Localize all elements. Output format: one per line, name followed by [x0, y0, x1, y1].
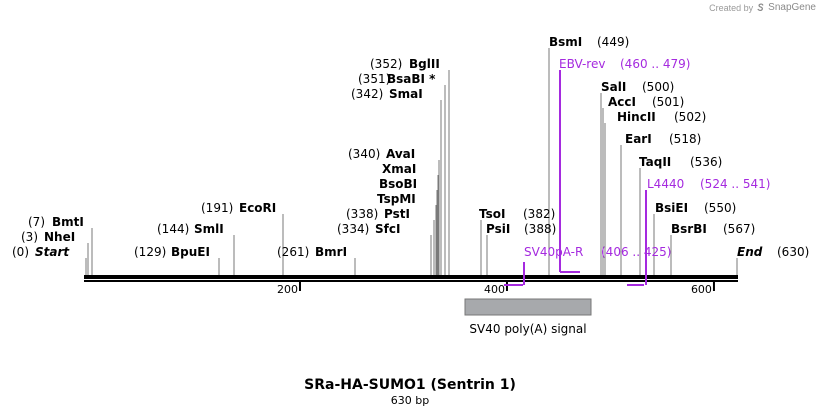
site-position-19: (500)	[642, 80, 674, 94]
site-position-8: (338)	[346, 207, 378, 221]
site-position-26: (630)	[777, 245, 809, 259]
map-length: 630 bp	[391, 394, 429, 407]
site-position-5: (191)	[201, 201, 233, 215]
site-name-11: XmaI	[382, 162, 416, 176]
primer-name-1: L4440	[647, 177, 684, 191]
site-name-7: SfcI	[375, 222, 400, 236]
feature-block-0	[464, 298, 592, 316]
site-name-23: TaqII	[639, 155, 671, 169]
site-position-25: (567)	[723, 222, 755, 236]
feature-blocks: SV40 poly(A) signal	[464, 298, 592, 336]
site-name-15: BglII	[409, 57, 440, 71]
primer-arrows: EBV-rev (460 .. 479) L4440 (524 .. 541) SV40…	[504, 57, 770, 286]
site-name-25: BsrBI	[671, 222, 707, 236]
site-name-3: BpuEI	[171, 245, 210, 259]
site-position-12: (340)	[348, 147, 380, 161]
site-name-19: SalI	[601, 80, 626, 94]
site-position-15: (352)	[370, 57, 402, 71]
site-position-24: (550)	[704, 201, 736, 215]
site-name-4: SmlI	[194, 222, 224, 236]
site-name-20: AccI	[608, 95, 636, 109]
snapgene-logo-icon	[757, 3, 764, 11]
site-name-8: PstI	[384, 207, 410, 221]
primer-range-0: (460 .. 479)	[620, 57, 690, 71]
site-position-23: (536)	[690, 155, 722, 169]
site-position-21: (502)	[674, 110, 706, 124]
site-position-13: (342)	[351, 87, 383, 101]
site-position-18: (449)	[597, 35, 629, 49]
map-title-block: SRa-HA-SUMO1 (Sentrin 1) 630 bp	[304, 377, 516, 407]
credit-prefix: Created by	[709, 2, 754, 13]
site-name-21: HincII	[617, 110, 656, 124]
primer-name-0: EBV-rev	[559, 57, 605, 71]
site-position-7: (334)	[337, 222, 369, 236]
backbone-top-strand	[84, 275, 738, 279]
site-name-1: NheI	[44, 230, 75, 244]
ruler-ticks: 200 400 600	[277, 282, 715, 296]
site-position-0: (0)	[12, 245, 29, 259]
site-name-13: SmaI	[389, 87, 423, 101]
dna-backbone	[84, 275, 738, 282]
snapgene-credit: Created by SnapGene	[709, 2, 816, 13]
site-position-2: (7)	[28, 215, 45, 229]
site-name-2: BmtI	[52, 215, 84, 229]
site-name-17: TsoI	[479, 207, 505, 221]
site-name-12: AvaI	[386, 147, 415, 161]
site-name-5: EcoRI	[239, 201, 276, 215]
tick-label-2: 600	[691, 283, 712, 296]
site-position-3: (129)	[134, 245, 166, 259]
site-leader-lines	[85, 48, 738, 275]
site-position-16: (388)	[524, 222, 556, 236]
credit-brand: SnapGene	[768, 2, 816, 13]
tick-label-0: 200	[277, 283, 298, 296]
site-position-14: (351)	[358, 72, 390, 86]
site-name-22: EarI	[625, 132, 652, 146]
feature-label-0: SV40 poly(A) signal	[469, 322, 586, 336]
site-name-6: BmrI	[315, 245, 347, 259]
backbone-bottom-strand	[84, 280, 738, 282]
site-position-17: (382)	[523, 207, 555, 221]
site-name-10: BsoBI	[379, 177, 417, 191]
primer-name-2: SV40pA-R	[524, 245, 583, 259]
site-name-24: BsiEI	[655, 201, 688, 215]
site-labels: (0) Start(3) NheI(7) BmtI (129) BpuEI (144) Sml…	[12, 35, 809, 259]
site-name-16: PsiI	[486, 222, 510, 236]
primer-range-1: (524 .. 541)	[700, 177, 770, 191]
site-position-20: (501)	[652, 95, 684, 109]
site-position-1: (3)	[21, 230, 38, 244]
site-position-6: (261)	[277, 245, 309, 259]
site-name-14: BsaBI *	[387, 72, 436, 86]
site-name-26: End	[737, 245, 763, 259]
site-position-22: (518)	[669, 132, 701, 146]
site-name-0: Start	[35, 245, 70, 259]
site-position-4: (144)	[157, 222, 189, 236]
site-name-18: BsmI	[549, 35, 582, 49]
map-title: SRa-HA-SUMO1 (Sentrin 1)	[304, 377, 516, 393]
tick-label-1: 400	[484, 283, 505, 296]
site-name-9: TspMI	[377, 192, 416, 206]
primer-range-2: (406 .. 425)	[601, 245, 671, 259]
